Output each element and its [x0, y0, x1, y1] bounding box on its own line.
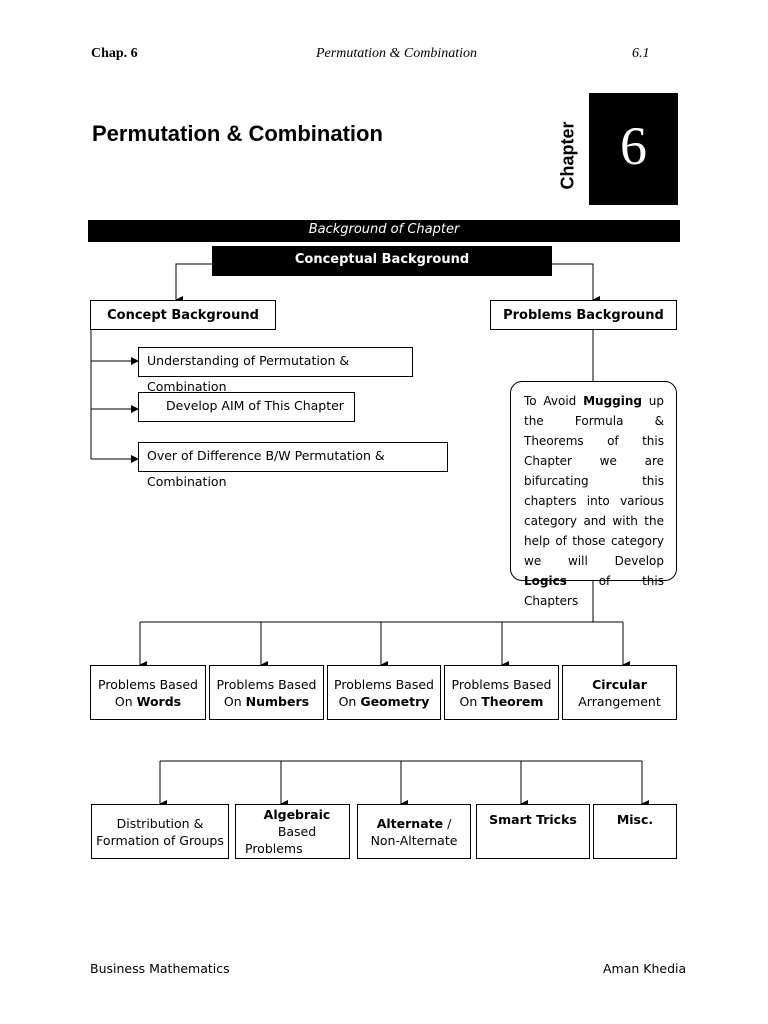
concept-background-box: Concept Background [90, 300, 276, 330]
category-algebraic: Algebraic Based Problems [235, 804, 350, 859]
chapter-number-badge: 6 [589, 93, 678, 205]
header-subject: Permutation & Combination [316, 46, 477, 61]
conceptual-background-bar: Conceptual Background [212, 246, 552, 276]
page-title: Permutation & Combination [92, 121, 383, 146]
category-alternate: Alternate / Non-Alternate [357, 804, 471, 859]
header-chapter-label: Chap. 6 [91, 46, 138, 61]
category-geometry: Problems Based On Geometry [327, 665, 441, 720]
footer-subject: Business Mathematics [90, 961, 230, 976]
category-smart-tricks: Smart Tricks [476, 804, 590, 859]
category-theorem: Problems Based On Theorem [444, 665, 559, 720]
category-numbers: Problems Based On Numbers [209, 665, 324, 720]
background-of-chapter-bar: Background of Chapter [88, 220, 680, 242]
concept-item-difference: Over of Difference B/W Permutation & Com… [138, 442, 448, 489]
footer-author: Aman Khedia [603, 961, 687, 976]
problems-description: To Avoid Mugging up the Formula & Theore… [510, 381, 677, 608]
concept-item-develop-aim: Develop AIM of This Chapter [138, 392, 355, 422]
header-page-number: 6.1 [632, 46, 650, 61]
category-distribution-groups: Distribution & Formation of Groups [91, 804, 229, 859]
problems-background-box: Problems Background [490, 300, 677, 330]
category-words: Problems Based On Words [90, 665, 206, 720]
concept-item-understanding: Understanding of Permutation & Combinati… [138, 347, 413, 394]
category-misc: Misc. [593, 804, 677, 859]
category-circular-arrangement: Circular Arrangement [562, 665, 677, 720]
